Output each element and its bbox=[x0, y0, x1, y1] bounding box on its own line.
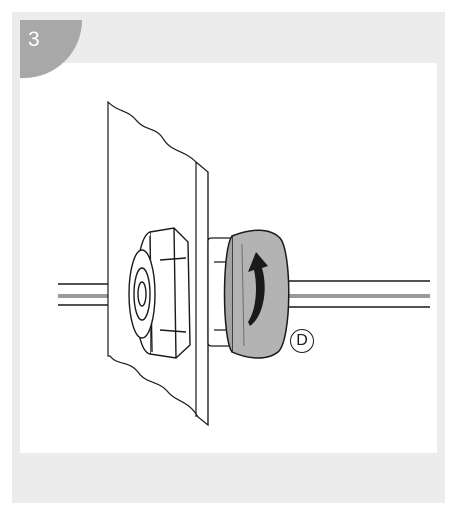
callout-label-d: D bbox=[290, 329, 314, 353]
locknut bbox=[128, 227, 191, 359]
step-number: 3 bbox=[28, 28, 40, 51]
clockwise-arrow-icon bbox=[248, 252, 268, 326]
